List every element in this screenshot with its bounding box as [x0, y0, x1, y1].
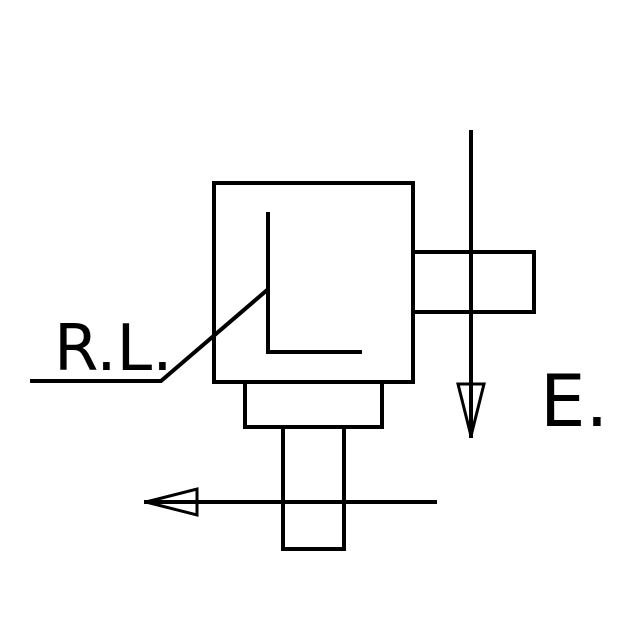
- rl-label: R.L.: [54, 312, 173, 386]
- bottom-flange: [243, 380, 384, 429]
- right-shaft-block: [411, 250, 536, 314]
- vertical-arrow-head: [456, 382, 486, 437]
- rl-leader-line: [30, 288, 269, 383]
- e-label: E.: [540, 359, 608, 443]
- housing-letter-l: [266, 212, 362, 354]
- bottom-shaft: [281, 425, 346, 551]
- horizontal-arrow-head: [145, 487, 199, 517]
